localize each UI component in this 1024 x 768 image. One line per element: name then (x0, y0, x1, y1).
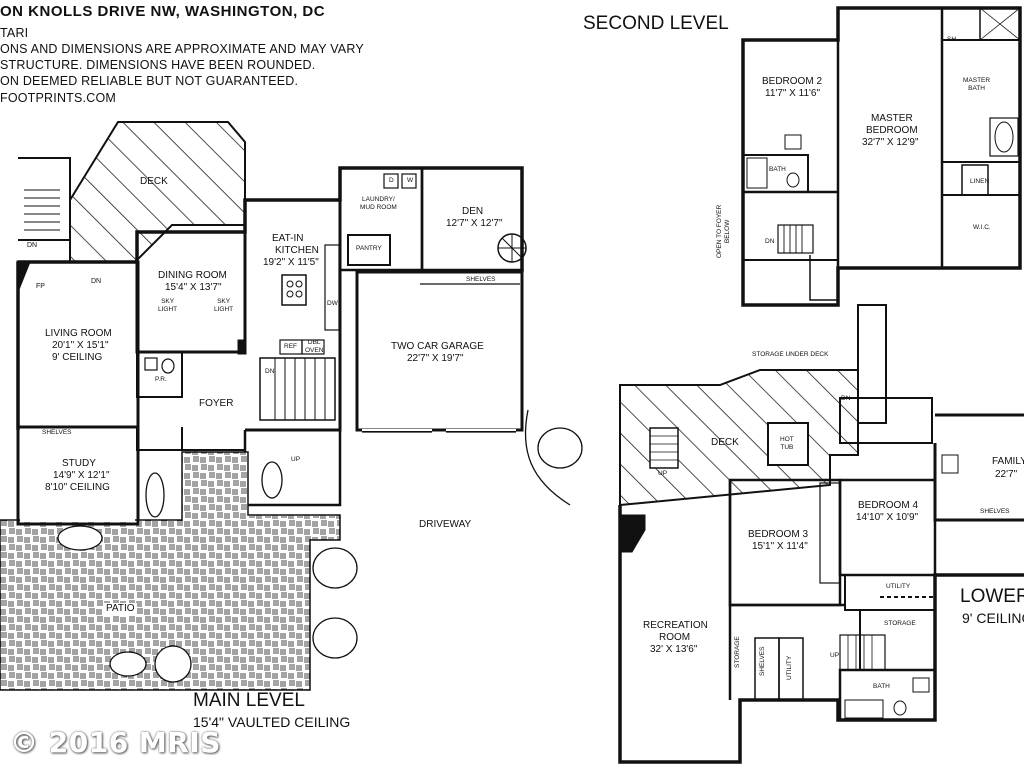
driveway-label: DRIVEWAY (419, 519, 472, 530)
bedroom3-label: BEDROOM 3 (748, 529, 809, 540)
shelves-label-garage: SHELVES (466, 276, 496, 283)
dn-label-lower-deck: DN (841, 395, 851, 402)
study-label: STUDY (62, 458, 96, 469)
master-bedroom-label-2: BEDROOM (866, 125, 918, 136)
website-line: FOOTPRINTS.COM (0, 91, 116, 105)
up-label-stair: UP (291, 456, 301, 463)
bedroom4-dim: 14'10" X 10'9" (856, 512, 919, 523)
bath2-label: BATH (769, 166, 786, 173)
main-level-title: MAIN LEVEL (193, 690, 305, 711)
dn-label-deck2: DN (91, 278, 102, 285)
main-deck (69, 121, 246, 263)
disclaimer-line-3: ON DEEMED RELIABLE BUT NOT GUARANTEED. (0, 74, 299, 88)
pantry-label: PANTRY (356, 245, 382, 252)
living-room-ceiling: 9' CEILING (52, 352, 103, 363)
main-level-ceiling: 15'4" VAULTED CEILING (193, 714, 351, 730)
storage-label-2: STORAGE (734, 636, 741, 668)
bedroom3-dim: 15'1" X 11'4" (752, 541, 808, 552)
recreation-room-label-2: ROOM (659, 632, 691, 643)
kitchen-label-2: KITCHEN (275, 245, 319, 256)
dw-label: DW (327, 300, 338, 307)
second-level-title: SECOND LEVEL (583, 13, 729, 34)
master-bedroom-label-1: MASTER (871, 113, 913, 124)
dn-label-stair: DN (265, 368, 275, 375)
address-header: ON KNOLLS DRIVE NW, WASHINGTON, DC (0, 3, 326, 20)
recreation-room-dim: 32' X 13'6" (650, 644, 698, 655)
second-level-plan (741, 6, 1022, 307)
lower-level-title: LOWER (960, 586, 1024, 607)
storage-under-deck-label: STORAGE UNDER DECK (752, 351, 829, 358)
disclaimer-line-1: ONS AND DIMENSIONS ARE APPROXIMATE AND M… (0, 42, 364, 56)
patio (0, 451, 341, 691)
agent-line: TARI (0, 26, 29, 40)
fireplace-label: FP (36, 283, 45, 290)
laundry-label: LAUNDRY/MUD ROOM (360, 196, 397, 211)
living-room-label: LIVING ROOM (45, 328, 112, 339)
dn-label-deck: DN (27, 242, 38, 249)
family-room-dim: 22'7" (995, 469, 1018, 480)
lower-deck (619, 369, 859, 507)
lower-level-plan (618, 304, 1024, 764)
ref-label: REF (284, 343, 297, 350)
wic-label: W.I.C. (973, 224, 991, 231)
utility-label-2: UTILITY (786, 655, 793, 680)
recreation-room-label-1: RECREATION (643, 620, 708, 631)
den-label: DEN (462, 206, 484, 217)
washer-label: W (407, 177, 414, 184)
living-room-dim: 20'1" X 15'1" (52, 340, 109, 351)
shelves-label-study: SHELVES (42, 429, 72, 436)
bedroom4-label: BEDROOM 4 (858, 500, 919, 511)
family-room-label: FAMILY (992, 456, 1024, 467)
disclaimer-line-2: STRUCTURE. DIMENSIONS HAVE BEEN ROUNDED. (0, 58, 316, 72)
bath-lower-label: BATH (873, 683, 890, 690)
lower-level-ceiling: 9' CEILING (962, 610, 1024, 626)
kitchen-dim: 19'2" X 11'5" (263, 257, 319, 268)
foyer-label: FOYER (199, 398, 234, 409)
dn-label-second: DN (765, 238, 775, 245)
up-label-lower: UP (830, 652, 840, 659)
den-dim: 12'7" X 12'7" (446, 218, 503, 229)
bedroom2-dim: 11'7" X 11'6" (765, 88, 821, 99)
deck-label-lower: DECK (711, 437, 739, 448)
patio-label: PATIO (104, 603, 137, 615)
shower-label: SH (947, 36, 957, 43)
study-dim: 14'9" X 12'1" (53, 470, 110, 481)
linen-label: LINEN (970, 178, 990, 185)
storage-label-1: STORAGE (884, 620, 916, 627)
up-label-deck: UP (658, 470, 668, 477)
powder-room-label: P.R. (155, 376, 167, 383)
dining-room-label: DINING ROOM (158, 270, 227, 281)
dryer-label: D (389, 177, 394, 184)
main-level-plan (0, 121, 583, 691)
shelves-label-family: SHELVES (980, 508, 1010, 515)
master-bedroom-dim: 32'7" X 12'9" (862, 137, 919, 148)
study-ceiling: 8'10" CEILING (45, 482, 110, 493)
garage-dim: 22'7" X 19'7" (407, 353, 464, 364)
utility-label-1: UTILITY (886, 583, 911, 590)
copyright-watermark: © 2016 MRIS (10, 726, 221, 759)
deck-label-main: DECK (140, 176, 168, 187)
shelves-label-lower: SHELVES (759, 646, 766, 676)
dining-room-dim: 15'4" X 13'7" (165, 282, 222, 293)
bedroom2-label: BEDROOM 2 (762, 76, 823, 87)
kitchen-label-1: EAT-IN (272, 233, 304, 244)
garage-label: TWO CAR GARAGE (391, 341, 484, 352)
